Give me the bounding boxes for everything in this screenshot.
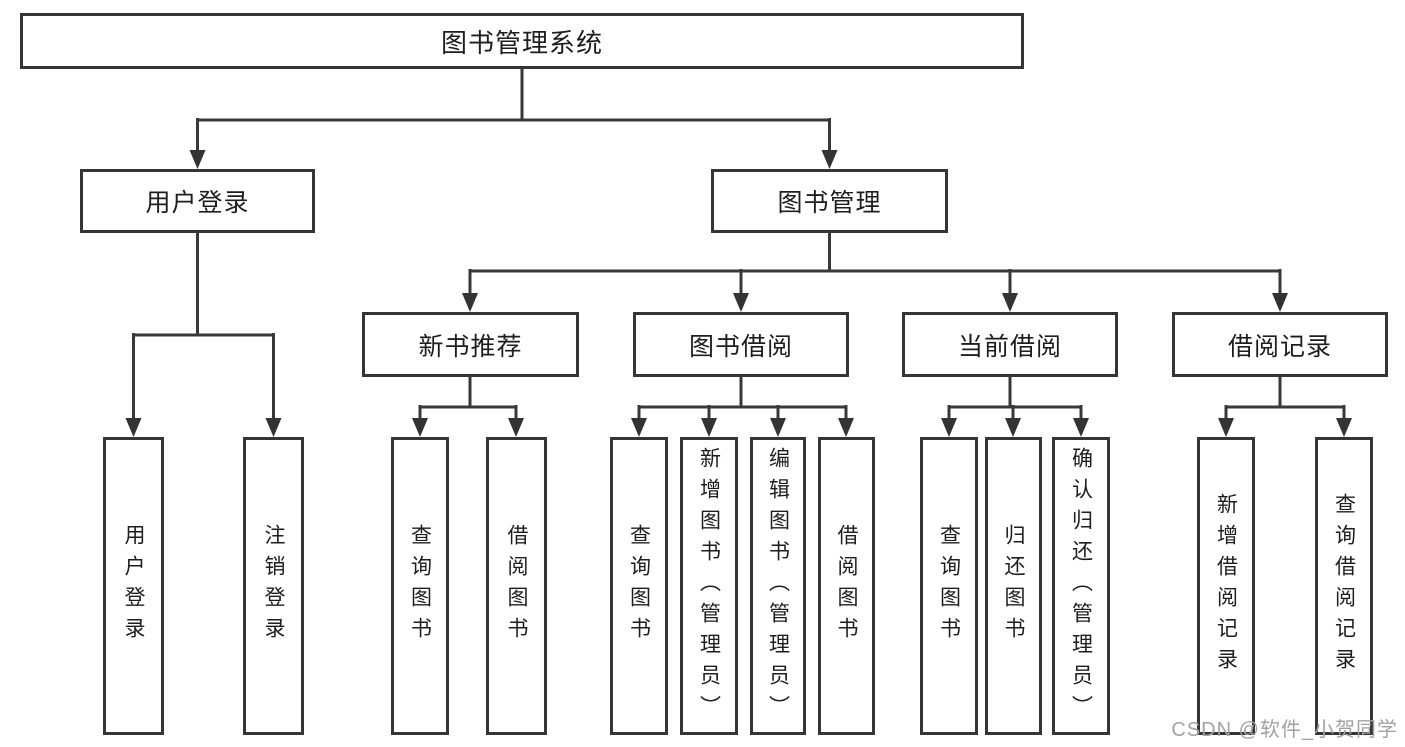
leaf-logout-label: 注销登录 — [262, 524, 285, 648]
leaf-user-login: 用户登录 — [103, 437, 164, 735]
node-book-borrow: 图书借阅 — [633, 312, 849, 377]
leaf-confirm-return-admin-label: 确认归还（管理员） — [1069, 446, 1093, 726]
leaf-query-borrow-record: 查询借阅记录 — [1315, 437, 1373, 735]
watermark: CSDN @软件_小贺同学 — [1171, 719, 1398, 741]
leaf-edit-book-admin: 编辑图书（管理员） — [750, 437, 806, 735]
node-book-management: 图书管理 — [711, 169, 948, 233]
connector-user-login-to-leaves — [125, 233, 282, 437]
connector-borrow-records-to-leaves — [1218, 377, 1352, 437]
leaf-query-borrow-record-label: 查询借阅记录 — [1332, 493, 1356, 679]
leaf-confirm-return-admin: 确认归还（管理员） — [1052, 437, 1110, 735]
connector-book-borrow-to-leaves — [631, 377, 854, 437]
leaf-logout: 注销登录 — [243, 437, 304, 735]
leaf-edit-book-admin-label: 编辑图书（管理员） — [766, 446, 790, 726]
leaf-borrow-books-label: 借阅图书 — [835, 524, 858, 648]
leaf-return-books: 归还图书 — [985, 437, 1042, 735]
connector-book-management-to-level3 — [462, 233, 1288, 312]
connector-new-book-recommend-to-leaves — [412, 377, 524, 437]
node-new-book-recommend: 新书推荐 — [362, 312, 579, 377]
leaf-query-books-recommend-label: 查询图书 — [408, 524, 432, 648]
leaf-borrow-books: 借阅图书 — [818, 437, 875, 735]
connector-root-to-level2 — [189, 69, 838, 169]
node-book-management-label: 图书管理 — [777, 189, 882, 217]
leaf-user-login-label: 用户登录 — [122, 524, 145, 648]
leaf-add-borrow-record-label: 新增借阅记录 — [1214, 493, 1238, 679]
node-current-borrow: 当前借阅 — [902, 312, 1118, 377]
leaf-borrow-books-recommend: 借阅图书 — [486, 437, 547, 735]
leaf-add-book-admin-label: 新增图书（管理员） — [697, 446, 721, 726]
node-user-login: 用户登录 — [80, 169, 315, 233]
leaf-query-books-recommend: 查询图书 — [391, 437, 449, 735]
leaf-query-books-borrow-label: 查询图书 — [627, 524, 651, 648]
leaf-add-book-admin: 新增图书（管理员） — [680, 437, 738, 735]
node-root-label: 图书管理系统 — [440, 27, 603, 58]
leaf-return-books-label: 归还图书 — [1002, 524, 1025, 648]
leaf-borrow-books-recommend-label: 借阅图书 — [505, 524, 528, 648]
node-new-book-recommend-label: 新书推荐 — [418, 332, 523, 361]
node-borrow-records: 借阅记录 — [1172, 312, 1388, 377]
node-user-login-label: 用户登录 — [145, 189, 250, 217]
leaf-query-books-borrow: 查询图书 — [610, 437, 668, 735]
node-root: 图书管理系统 — [20, 13, 1024, 69]
leaf-query-books-current: 查询图书 — [920, 437, 978, 735]
leaf-query-books-current-label: 查询图书 — [937, 524, 961, 648]
connector-current-borrow-to-leaves — [941, 377, 1089, 437]
leaf-add-borrow-record: 新增借阅记录 — [1197, 437, 1255, 735]
node-borrow-records-label: 借阅记录 — [1227, 332, 1332, 361]
node-current-borrow-label: 当前借阅 — [957, 332, 1062, 361]
node-book-borrow-label: 图书借阅 — [688, 332, 793, 361]
